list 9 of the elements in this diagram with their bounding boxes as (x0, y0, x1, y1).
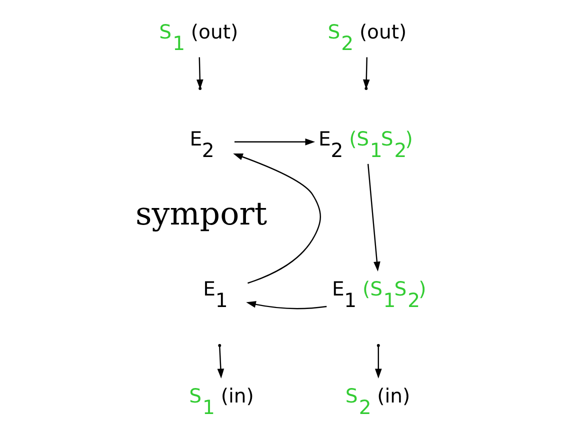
arrow (367, 164, 380, 272)
label: symport (135, 196, 268, 233)
arrow (362, 57, 370, 90)
arrow (217, 346, 224, 379)
arrow (234, 138, 316, 146)
arrow (196, 57, 204, 90)
arrow (246, 301, 327, 310)
arrow (374, 346, 382, 379)
arrow (233, 153, 321, 284)
